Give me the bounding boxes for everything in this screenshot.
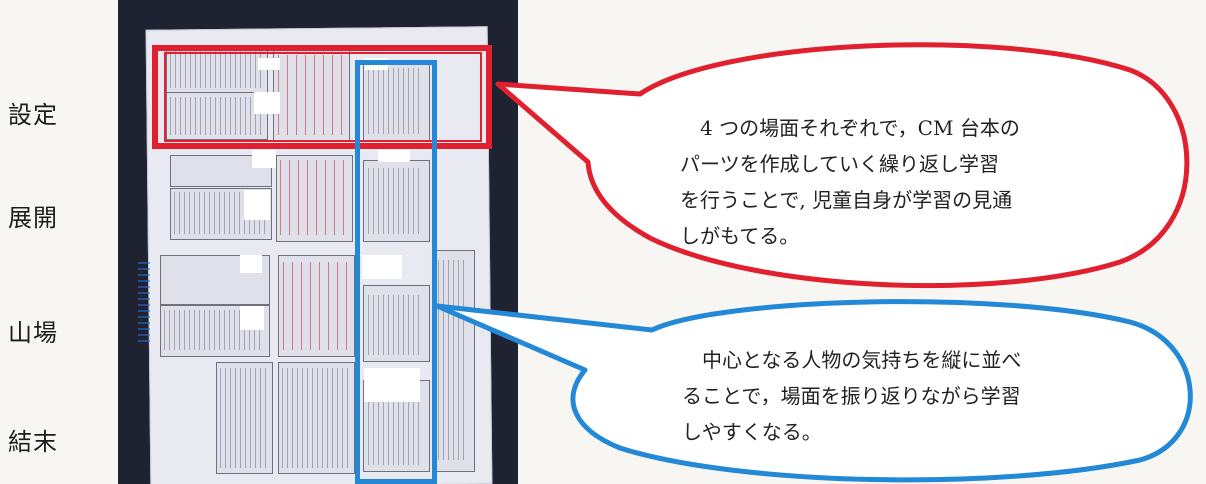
handwriting [368, 168, 423, 234]
sheet-cell [216, 362, 273, 474]
sheet-cell [363, 160, 430, 242]
handwriting [368, 68, 423, 134]
red-callout-line-4: しがもてる。 [680, 224, 800, 248]
stage-label-development: 展開 [8, 204, 58, 232]
stage-label-ending: 結末 [8, 428, 58, 456]
mask-box [244, 190, 270, 220]
setting-highlight-frame-inner [164, 52, 482, 142]
red-callout-line-1: 4 つの場面それぞれで，CM 台本の [680, 116, 1020, 140]
stage-label-setting: 設定 [8, 101, 58, 129]
handwriting [220, 368, 268, 468]
sheet-cell [166, 92, 268, 140]
handwriting [368, 390, 423, 465]
sheet-cell [278, 362, 355, 474]
mask-box [240, 255, 262, 273]
handwriting [368, 295, 423, 355]
handwriting [170, 97, 262, 135]
red-callout-line-2: パーツを作成していく繰り返し学習 [680, 152, 999, 176]
setting-highlight-frame [152, 45, 492, 149]
handwriting [282, 368, 350, 468]
handwriting [170, 50, 262, 88]
blue-annotations [138, 262, 150, 342]
mask-box [252, 150, 276, 168]
mask-box [364, 368, 420, 402]
character-feelings-highlight-frame [355, 60, 437, 484]
red-annotations [283, 262, 351, 350]
mask-box [254, 92, 280, 114]
handwriting [438, 260, 468, 460]
blue-callout-line-3: しやすくなる。 [682, 420, 822, 444]
mask-box [240, 306, 264, 330]
stage-label-climax: 山場 [8, 319, 58, 347]
blue-speech-bubble [434, 299, 1193, 483]
red-annotations [280, 160, 350, 235]
red-speech-bubble [495, 42, 1190, 288]
red-annotations [278, 55, 348, 135]
sheet-cell [363, 285, 430, 362]
blue-callout-line-2: ることで，場面を振り返りながら学習 [682, 384, 1021, 408]
mask-box [258, 58, 280, 70]
mask-box [378, 150, 410, 162]
mask-box [362, 255, 402, 279]
red-callout-line-3: を行うことで, 児童自身が学習の見通 [680, 188, 1013, 212]
worksheet-photo [118, 0, 518, 484]
sheet-cell [363, 60, 430, 142]
blue-callout-line-1: 中心となる人物の気持ちを縦に並べ [682, 348, 1022, 372]
